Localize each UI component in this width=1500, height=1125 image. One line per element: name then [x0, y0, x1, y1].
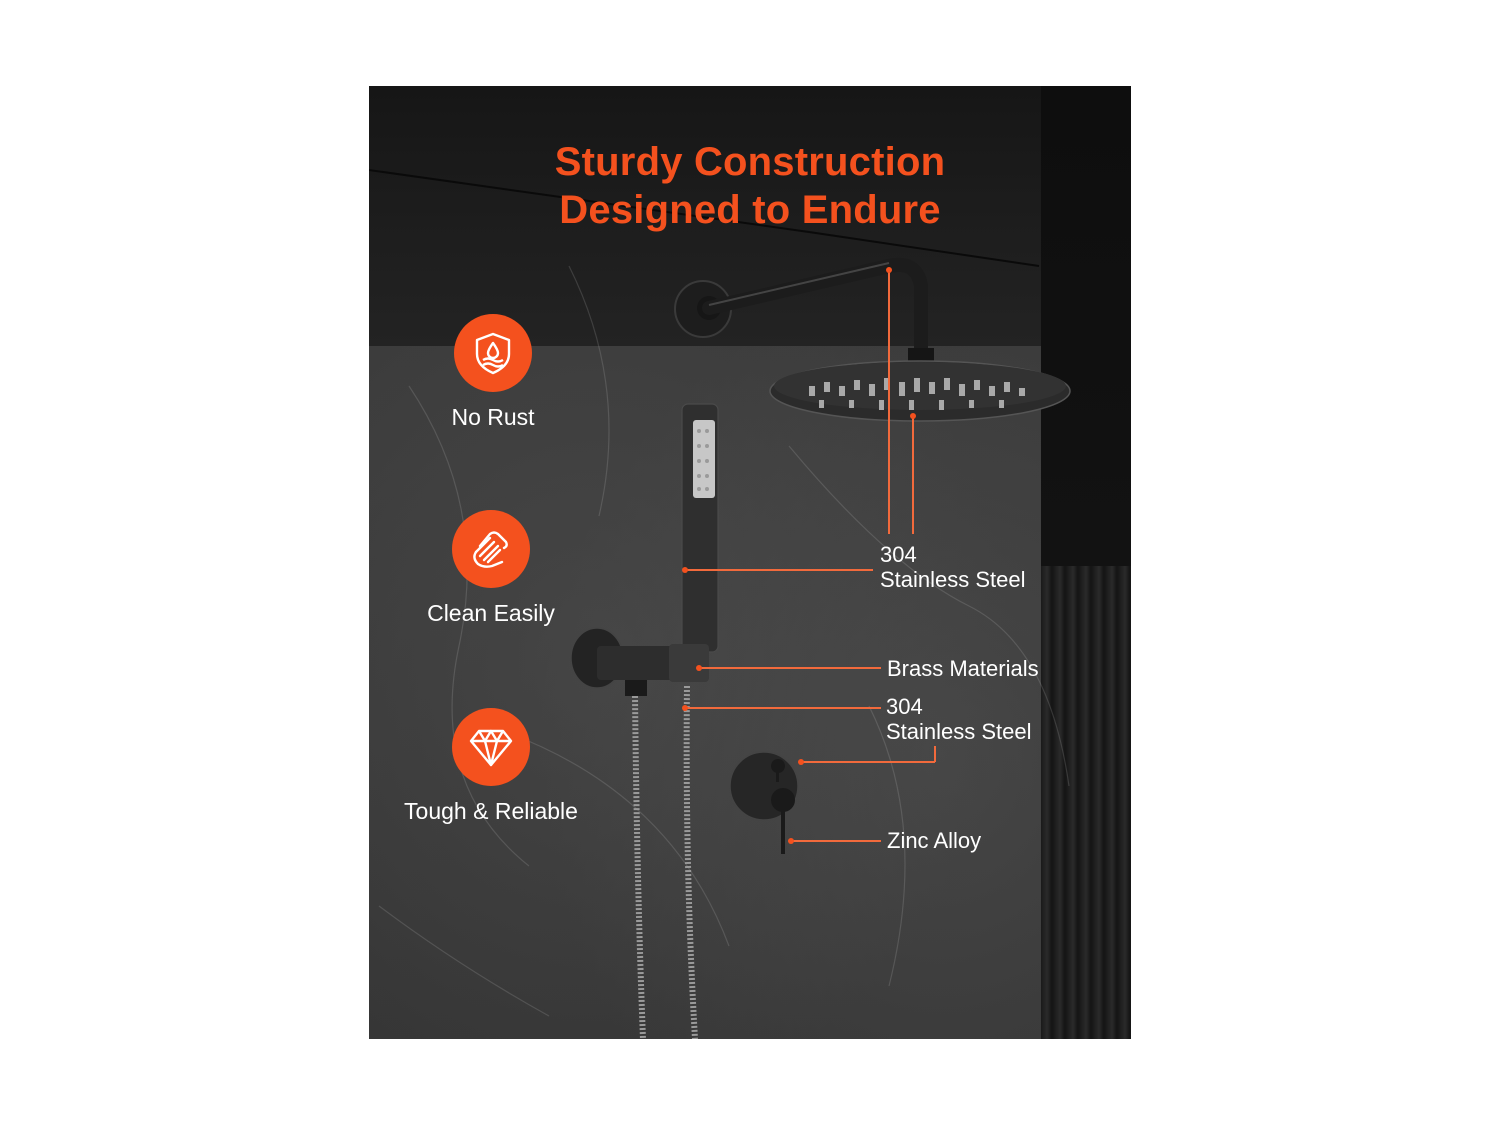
headline-line-1: Sturdy Construction	[554, 140, 946, 184]
shower-hose	[632, 685, 698, 1039]
callout-hose-material: 304 Stainless Steel	[886, 694, 1032, 744]
feature-label: Tough & Reliable	[404, 798, 578, 824]
shower-valve	[729, 751, 799, 854]
rain-shower-arm	[674, 258, 934, 370]
callout-lines	[685, 270, 936, 842]
callout-elbow-material: Brass Materials	[887, 656, 1039, 681]
feature-tough-reliable: Tough & Reliable	[391, 708, 591, 825]
wall-elbow-connector	[570, 627, 709, 696]
handheld-shower	[681, 403, 719, 653]
feature-no-rust: No Rust	[393, 314, 593, 431]
callout-arm-head-material: 304 Stainless Steel	[880, 542, 1026, 592]
product-image-panel: Sturdy Construction Designed to Endure N…	[369, 86, 1131, 1039]
shield-water-drop-icon	[454, 314, 532, 392]
feature-label: Clean Easily	[427, 600, 555, 626]
callout-valve-material: Zinc Alloy	[887, 828, 982, 853]
diamond-icon	[452, 708, 530, 786]
rain-shower-head	[769, 360, 1071, 422]
shower-system-illustration	[369, 169, 1071, 1039]
hand-wiping-icon	[452, 510, 530, 588]
feature-clean-easily: Clean Easily	[391, 510, 591, 627]
fluted-wall-panel	[1041, 566, 1131, 1039]
feature-label: No Rust	[451, 404, 535, 430]
headline-line-2: Designed to Endure	[559, 188, 941, 232]
